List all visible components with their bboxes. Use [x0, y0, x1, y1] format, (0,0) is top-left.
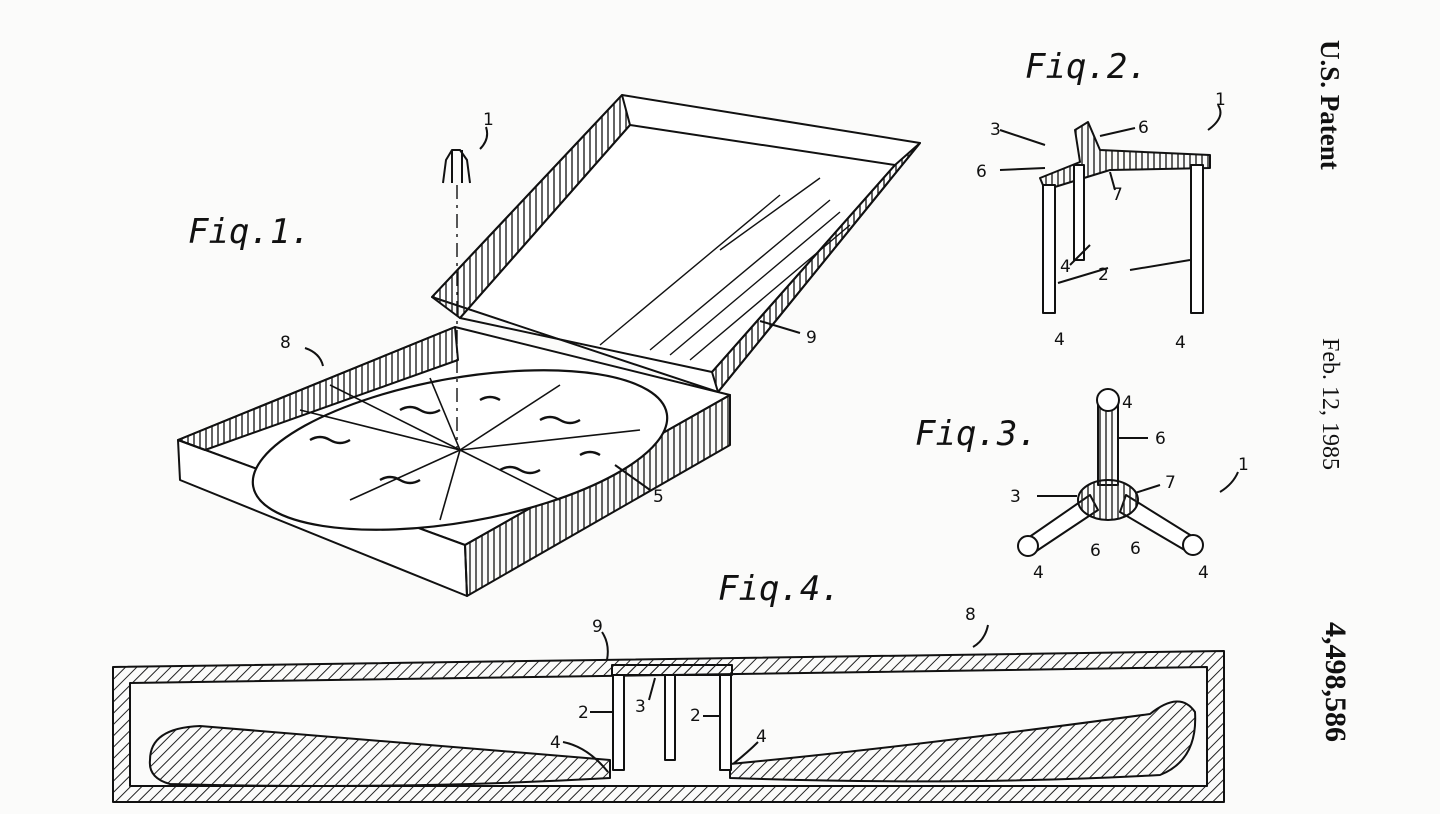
- fig3-hub: [1077, 479, 1139, 521]
- fig2-ref-4a: 4: [1060, 257, 1071, 277]
- fig2-leader-2a: [1057, 267, 1109, 284]
- fig3-ref-4a: 4: [1122, 393, 1133, 413]
- fig1-stand-above: [442, 149, 471, 184]
- fig4-ref-2b: 2: [690, 706, 701, 726]
- fig1-drawing: [177, 94, 921, 597]
- fig2-ref-3: 3: [990, 120, 1001, 140]
- fig4-leader-9: [601, 631, 609, 661]
- fig2-ref-1: 1: [1215, 90, 1226, 110]
- patent-date: Feb. 12, 1985: [1317, 338, 1343, 470]
- fig2-leader-3: [999, 129, 1046, 146]
- fig3-leader-1: [1219, 471, 1239, 493]
- fig4-label: Fiq.4.: [718, 569, 841, 609]
- fig4-box-wall: [112, 650, 1225, 803]
- fig3-ref-4c: 4: [1198, 563, 1209, 583]
- fig4-ref-3: 3: [635, 697, 646, 717]
- fig3-drawing: [1017, 388, 1239, 557]
- fig3-end-right: [1182, 534, 1204, 556]
- fig1-ref-1: 1: [483, 110, 494, 130]
- fig4-ref-9: 9: [592, 617, 603, 637]
- fig3-ref-1: 1: [1238, 455, 1249, 475]
- fig3-end-left: [1017, 535, 1039, 557]
- fig4-leg-right: [719, 674, 732, 771]
- fig4-leader-4a: [562, 741, 609, 773]
- fig4-leader-8: [972, 624, 989, 648]
- fig2-leader-2b: [1129, 259, 1191, 271]
- fig4-ref-2a: 2: [578, 703, 589, 723]
- fig1-ref-8: 8: [280, 333, 291, 353]
- fig2-leader-1: [1207, 104, 1222, 131]
- fig3-arm-top: [1097, 404, 1119, 486]
- fig2-top-plate: [1039, 121, 1211, 191]
- fig3-ref-6a: 6: [1155, 429, 1166, 449]
- fig1-leader-1: [479, 126, 489, 150]
- fig1-ref-5: 5: [653, 487, 664, 507]
- fig4-pizza-section: [148, 700, 1197, 787]
- fig2-ref-6a: 6: [976, 162, 987, 182]
- fig4-leg-middle: [664, 674, 676, 761]
- fig4-leg-left: [612, 674, 625, 771]
- fig1-label: Fiq.1.: [188, 212, 311, 252]
- fig1-leader-5: [614, 464, 651, 491]
- fig2-ref-4b: 4: [1054, 330, 1065, 350]
- fig3-ref-7: 7: [1165, 473, 1176, 493]
- fig1-pizza-toppings: [309, 395, 601, 485]
- fig2-leader-6b: [1099, 127, 1136, 137]
- fig1-leader-9: [759, 320, 801, 334]
- fig2-ref-2: 2: [1098, 265, 1109, 285]
- fig3-ref-6b: 6: [1090, 541, 1101, 561]
- fig2-label: Fiq.2.: [1025, 47, 1148, 87]
- fig3-label: Fiq.3.: [915, 414, 1038, 454]
- fig2-leader-4a: [1069, 244, 1091, 266]
- fig1-base-back-wall: [177, 326, 459, 451]
- fig1-pizza-slices: [299, 377, 641, 521]
- fig4-ref-4a: 4: [550, 733, 561, 753]
- fig1-leader-8: [304, 347, 324, 367]
- fig4-stand-plate: [611, 664, 733, 676]
- fig1-lid-left-wall: [431, 94, 631, 319]
- patent-number: 4,498,586: [1319, 622, 1352, 742]
- fig2-leader-7: [1109, 171, 1116, 191]
- fig2-ref-6b: 6: [1138, 118, 1149, 138]
- fig2-leg-middle: [1073, 164, 1085, 261]
- fig3-ref-6c: 6: [1130, 539, 1141, 559]
- fig4-ref-4b: 4: [756, 727, 767, 747]
- fig3-leader-7: [1134, 484, 1161, 494]
- fig2-leg-right: [1190, 164, 1204, 314]
- fig2-leader-6a: [999, 167, 1046, 171]
- fig2-leg-left: [1042, 184, 1056, 314]
- fig3-ref-3: 3: [1010, 487, 1021, 507]
- fig3-ref-4b: 4: [1033, 563, 1044, 583]
- fig3-end-top: [1096, 388, 1120, 412]
- fig2-ref-7: 7: [1112, 185, 1123, 205]
- fig2-drawing: [999, 104, 1222, 314]
- fig1-lid-right-wall: [711, 142, 921, 393]
- fig2-ref-4c: 4: [1175, 333, 1186, 353]
- fig1-ref-9: 9: [806, 328, 817, 348]
- fig4-leader-4b: [732, 741, 759, 765]
- fig4-drawing: [112, 624, 1225, 803]
- fig4-ref-8: 8: [965, 605, 976, 625]
- fig4-leader-3: [648, 677, 656, 701]
- fig1-lid-shading: [599, 177, 851, 361]
- patent-office: U.S. Patent: [1315, 40, 1345, 170]
